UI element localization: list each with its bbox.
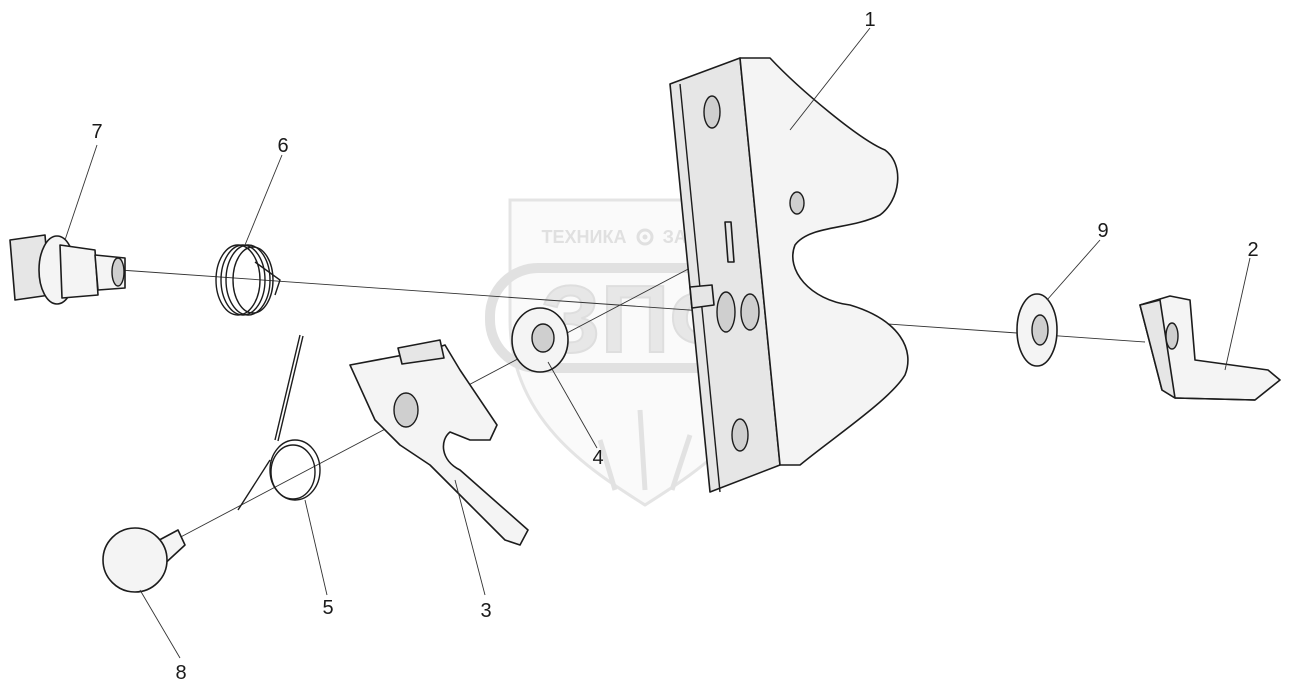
callout-6: 6 [277,135,288,157]
part-8-knob-pin [102,527,186,593]
watermark-text-left: ТЕХНИКА [542,227,627,247]
watermark-wheat [597,409,693,491]
callout-2: 2 [1247,239,1258,261]
part-5-torsion-spring [237,334,321,511]
part-1-bracket [669,57,909,493]
part-9-washer [1016,293,1058,367]
callout-labels: 1 2 3 4 5 6 7 8 9 [91,9,1258,684]
part-2-angle-bracket [1139,295,1281,401]
callout-4: 4 [592,447,603,469]
gear-icon [636,228,654,246]
callout-1: 1 [864,9,875,31]
callout-8: 8 [175,662,186,684]
part-7-fitting [9,234,126,305]
callout-7: 7 [91,121,102,143]
part-4-washer [511,307,569,373]
leader-lines [64,27,1251,659]
callout-9: 9 [1097,220,1108,242]
part-3-latch-lever [349,339,529,546]
callout-3: 3 [480,600,491,622]
part-6-coil-spring [215,244,281,316]
callout-5: 5 [322,597,333,619]
